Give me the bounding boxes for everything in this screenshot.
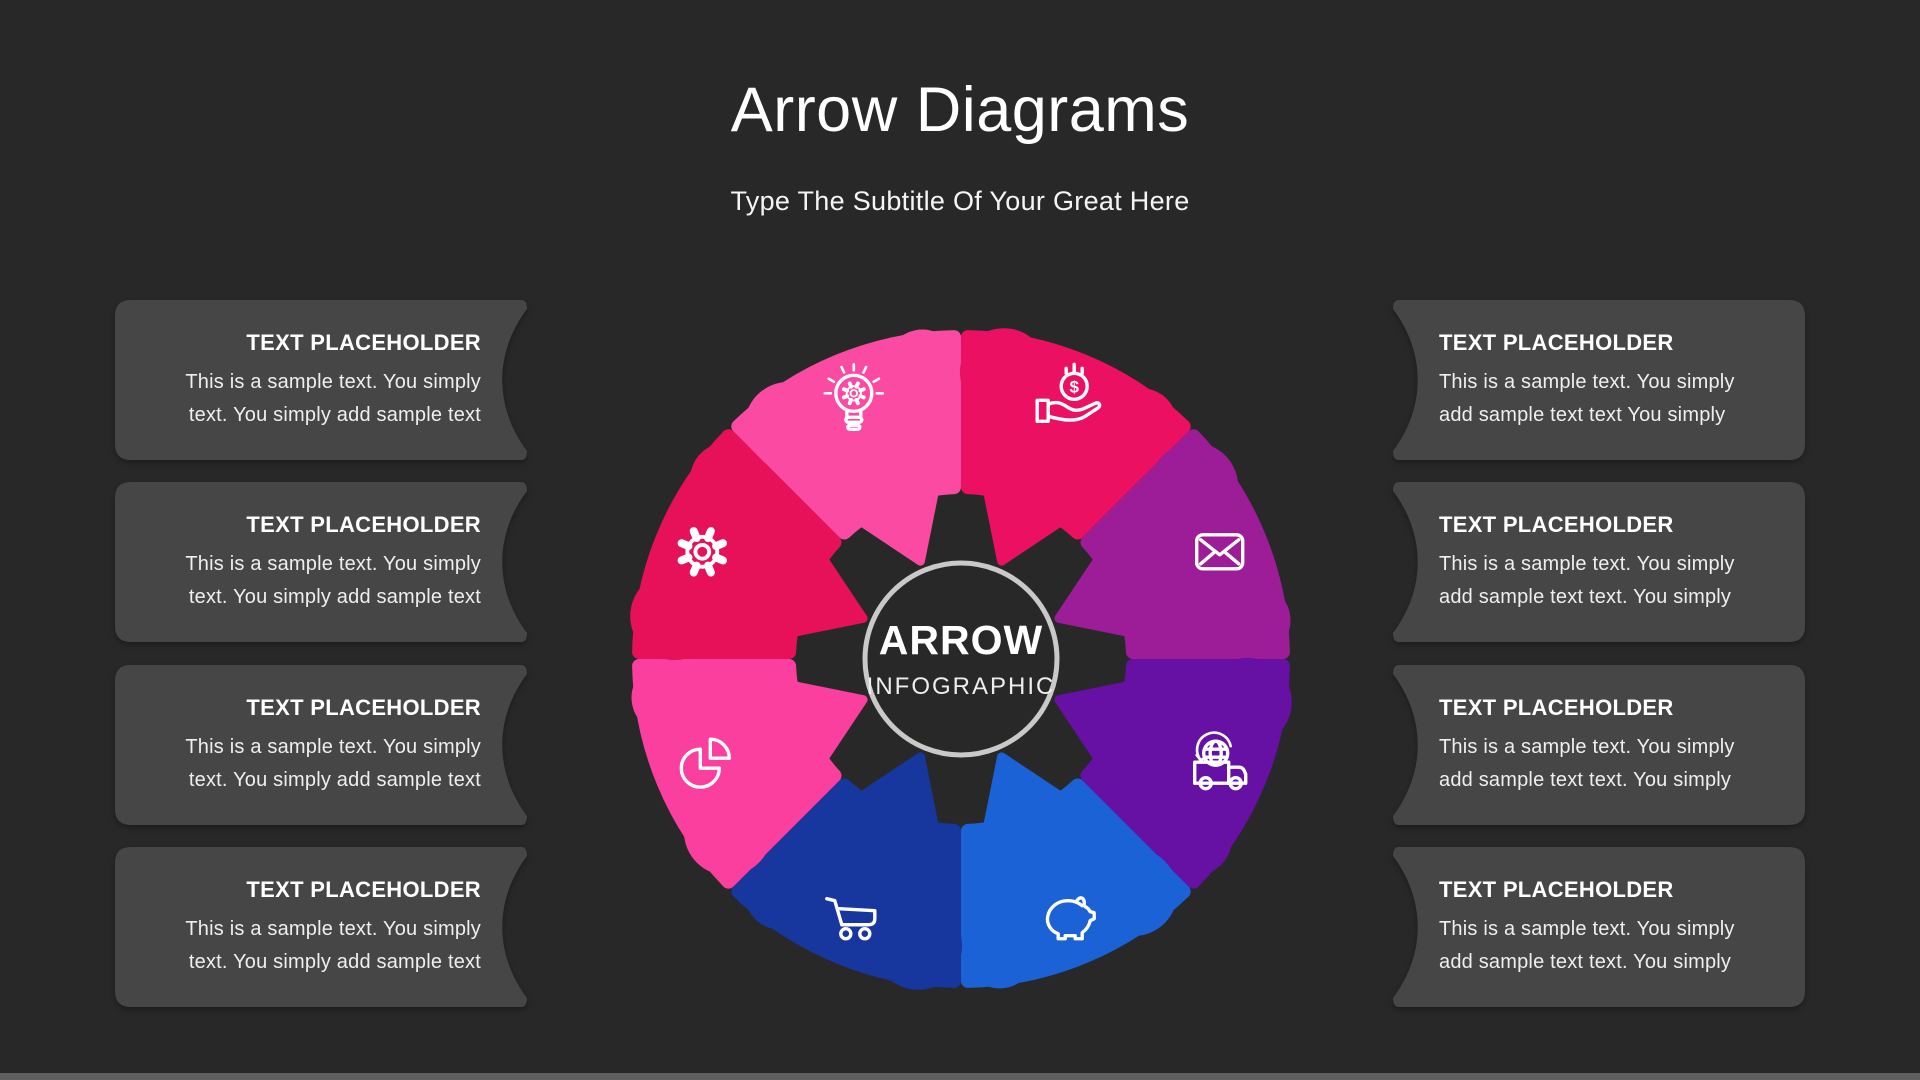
card-line: text. You simply add sample text xyxy=(188,951,481,973)
text-card-left-3[interactable]: TEXT PLACEHOLDER This is a sample text. … xyxy=(115,665,527,825)
card-line: add sample text text. You simply xyxy=(1439,951,1732,973)
segment-shopping[interactable] xyxy=(731,752,963,990)
inward-arrow xyxy=(830,752,946,886)
card-line: This is a sample text. You simply xyxy=(185,918,481,940)
card-line: This is a sample text. You simply xyxy=(185,736,481,758)
gear-icon xyxy=(677,527,728,577)
card-line: add sample text text. You simply xyxy=(1439,586,1732,608)
text-card-right-1[interactable]: TEXT PLACEHOLDER This is a sample text. … xyxy=(1393,300,1805,460)
card-line: This is a sample text. You simply xyxy=(185,553,481,575)
card-title: TEXT PLACEHOLDER xyxy=(246,512,481,537)
svg-text:$: $ xyxy=(1069,377,1079,396)
card-line: add sample text text. You simply xyxy=(1439,769,1732,791)
coin-hand-icon: $ xyxy=(1035,362,1102,424)
inward-arrow xyxy=(976,752,1092,886)
inward-arrow xyxy=(976,432,1092,566)
bottom-bar xyxy=(0,1073,1920,1080)
card-line: add sample text text You simply xyxy=(1439,404,1726,426)
text-card-right-4[interactable]: TEXT PLACEHOLDER This is a sample text. … xyxy=(1393,847,1805,1007)
card-line: text. You simply add sample text xyxy=(188,769,481,791)
card-shape xyxy=(115,847,527,1007)
segment-settings[interactable] xyxy=(630,429,868,661)
card-title: TEXT PLACEHOLDER xyxy=(1439,512,1674,537)
text-card-left-4[interactable]: TEXT PLACEHOLDER This is a sample text. … xyxy=(115,847,527,1007)
segment-delivery[interactable] xyxy=(1054,657,1292,889)
card-line: This is a sample text. You simply xyxy=(1439,371,1735,393)
text-card-left-1[interactable]: TEXT PLACEHOLDER This is a sample text. … xyxy=(115,300,527,460)
cart-icon xyxy=(825,897,877,941)
segment-mail[interactable] xyxy=(1054,429,1291,659)
inward-arrow xyxy=(830,432,946,566)
card-shape xyxy=(115,665,527,825)
inward-arrow xyxy=(734,674,868,790)
page-subtitle: Type The Subtitle Of Your Great Here xyxy=(730,186,1190,216)
card-line: This is a sample text. You simply xyxy=(1439,553,1735,575)
text-card-right-2[interactable]: TEXT PLACEHOLDER This is a sample text. … xyxy=(1393,482,1805,642)
inward-arrow xyxy=(1054,528,1188,644)
envelope-icon xyxy=(1195,533,1245,571)
card-line: This is a sample text. You simply xyxy=(185,371,481,393)
card-title: TEXT PLACEHOLDER xyxy=(246,877,481,902)
card-shape xyxy=(115,482,527,642)
card-line: This is a sample text. You simply xyxy=(1439,918,1735,940)
card-title: TEXT PLACEHOLDER xyxy=(1439,877,1674,902)
text-card-right-3[interactable]: TEXT PLACEHOLDER This is a sample text. … xyxy=(1393,665,1805,825)
inward-arrow xyxy=(734,528,868,644)
card-title: TEXT PLACEHOLDER xyxy=(1439,330,1674,355)
center-circle xyxy=(862,560,1060,758)
pie-chart-icon xyxy=(679,737,732,789)
card-title: TEXT PLACEHOLDER xyxy=(246,330,481,355)
arrow-wheel-diagram: $ xyxy=(611,309,1311,1009)
card-shape xyxy=(1393,482,1805,642)
truck-globe-icon xyxy=(1193,731,1248,791)
card-line: text. You simply add sample text xyxy=(188,586,481,608)
text-card-left-2[interactable]: TEXT PLACEHOLDER This is a sample text. … xyxy=(115,482,527,642)
piggy-bank-icon xyxy=(1045,896,1096,941)
card-shape xyxy=(1393,847,1805,1007)
segment-income[interactable]: $ xyxy=(959,328,1191,566)
card-line: This is a sample text. You simply xyxy=(1439,736,1735,758)
segment-analytics[interactable] xyxy=(631,659,868,889)
card-title: TEXT PLACEHOLDER xyxy=(1439,695,1674,720)
lightbulb-gear-icon xyxy=(823,363,885,432)
segment-idea[interactable] xyxy=(731,329,961,566)
card-shape xyxy=(1393,665,1805,825)
card-shape xyxy=(115,300,527,460)
card-line: text. You simply add sample text xyxy=(188,404,481,426)
segment-savings[interactable] xyxy=(961,752,1191,989)
inward-arrow xyxy=(1054,674,1188,790)
page-title: Arrow Diagrams xyxy=(730,75,1190,145)
card-shape xyxy=(1393,300,1805,460)
card-title: TEXT PLACEHOLDER xyxy=(246,695,481,720)
